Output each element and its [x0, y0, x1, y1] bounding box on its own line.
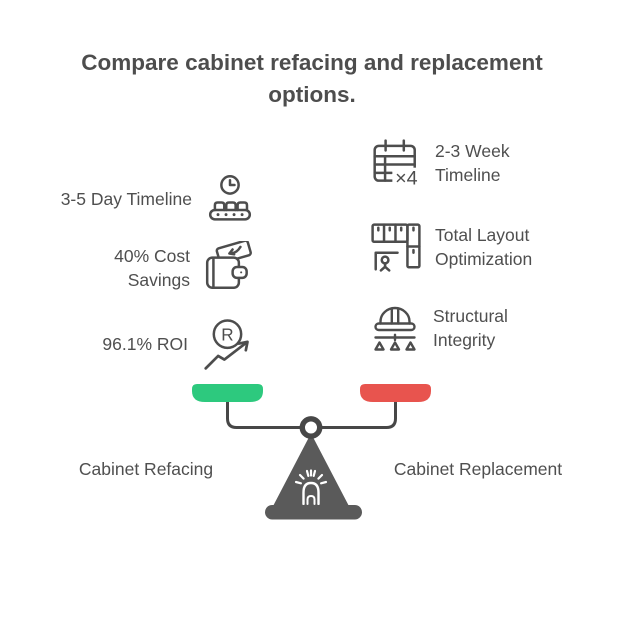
- svg-text:×4: ×4: [395, 167, 418, 189]
- feature-roi: 96.1% ROI R: [20, 315, 255, 373]
- left-scale-arm: [226, 399, 302, 429]
- feature-day-timeline: 3-5 Day Timeline: [20, 172, 255, 226]
- left-scale-pan: [192, 384, 263, 402]
- left-pan-label: Cabinet Refacing: [78, 459, 214, 479]
- title-line-1: Compare cabinet refacing and replacement: [81, 50, 543, 75]
- feature-structural-integrity-label: Structural Integrity: [433, 306, 508, 350]
- calendar-x4-icon: ×4: [373, 139, 421, 189]
- roi-growth-icon: R: [204, 319, 249, 370]
- svg-text:R: R: [221, 325, 233, 344]
- conveyor-clock-icon: [208, 175, 252, 221]
- hard-hat-icon: [374, 306, 416, 351]
- title-line-2: options.: [268, 82, 356, 107]
- right-pan-label: Cabinet Replacement: [393, 459, 563, 479]
- feature-structural-integrity: Structural Integrity: [370, 301, 614, 355]
- scale-pivot: [299, 416, 323, 439]
- feature-layout-optimization: Total Layout Optimization: [370, 219, 614, 275]
- feature-day-timeline-label: 3-5 Day Timeline: [60, 189, 192, 209]
- feature-cost-savings: 40% Cost Savings: [20, 239, 255, 297]
- alarm-light-cutout: [294, 469, 328, 506]
- page-title: Compare cabinet refacing and replacement…: [0, 47, 624, 111]
- balance-scale: [192, 384, 431, 520]
- feature-cost-savings-label: 40% Cost Savings: [114, 246, 190, 290]
- feature-week-timeline: ×4 2-3 Week Timeline: [370, 136, 614, 190]
- scale-base: [265, 505, 362, 520]
- kitchen-layout-icon: [371, 223, 421, 272]
- right-scale-arm: [320, 399, 397, 429]
- wallet-cash-icon: [205, 241, 252, 289]
- feature-week-timeline-label: 2-3 Week Timeline: [435, 141, 510, 185]
- feature-layout-optimization-label: Total Layout Optimization: [435, 225, 533, 269]
- right-scale-pan: [360, 384, 431, 402]
- feature-roi-label: 96.1% ROI: [102, 334, 188, 354]
